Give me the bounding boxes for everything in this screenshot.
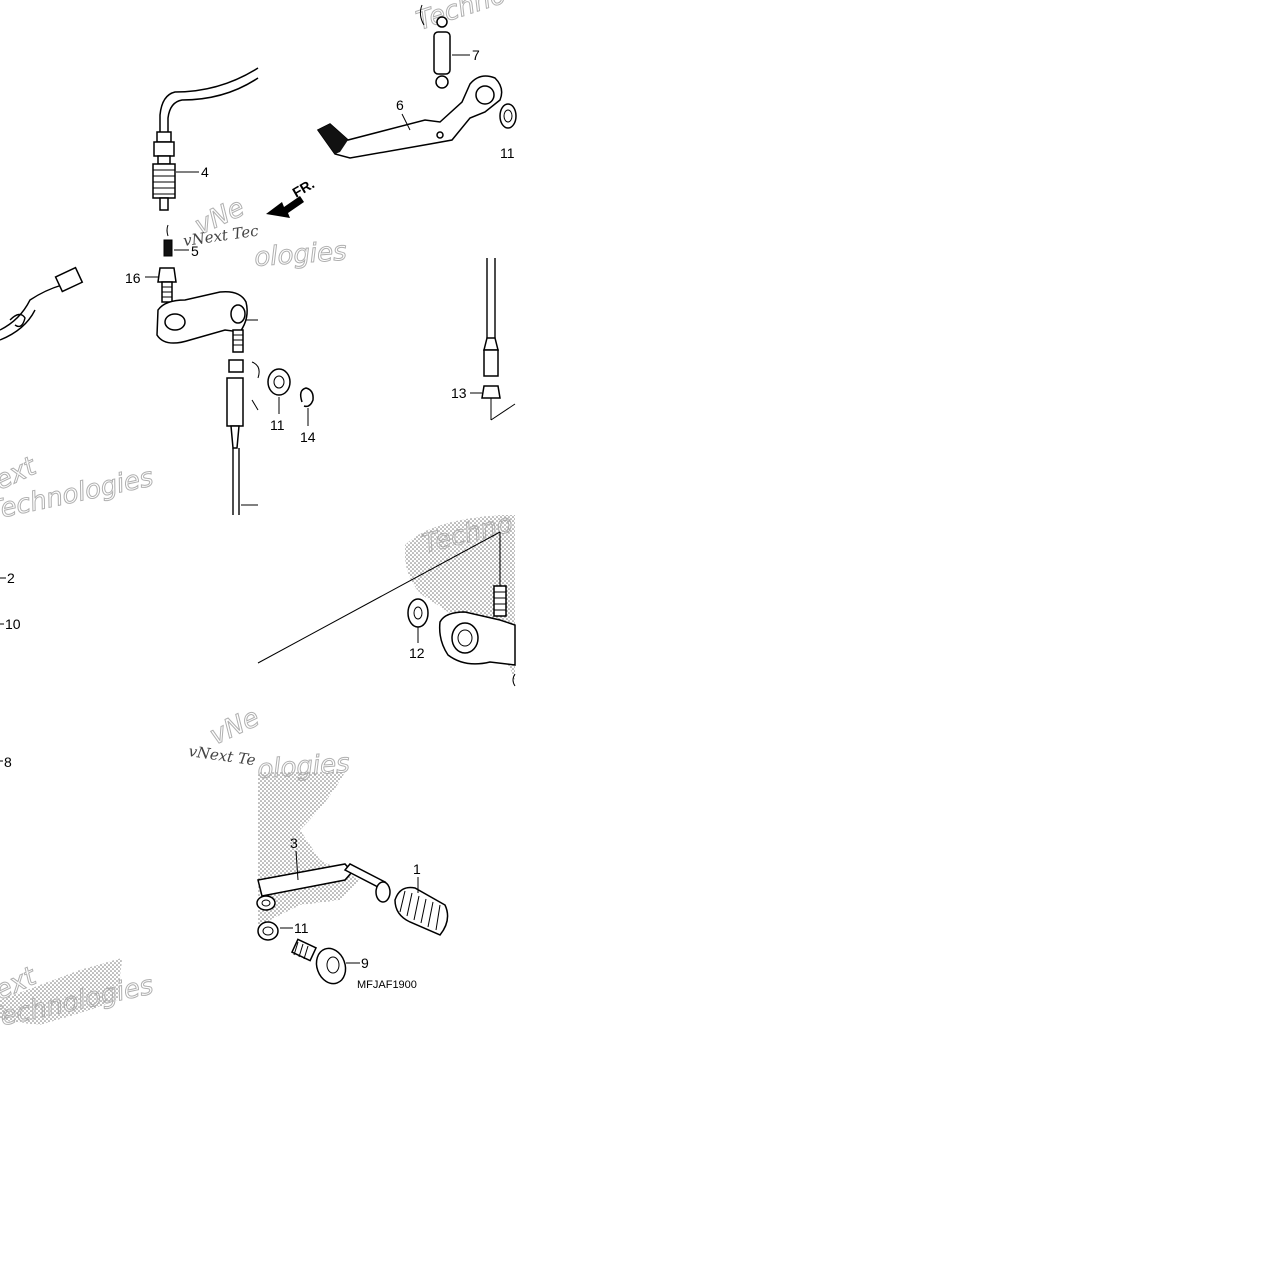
diagram-code: MFJAF1900 (357, 979, 417, 991)
switch-arm (156, 290, 258, 353)
callout-6: 6 (396, 97, 404, 113)
frame-shading-right (405, 515, 515, 680)
push-rod (226, 359, 260, 515)
callout-2: 2 (7, 570, 15, 586)
brake-pedal-6 (316, 75, 503, 159)
callout-4: 4 (201, 164, 209, 180)
master-cylinder-rod (481, 258, 516, 421)
callout-1: 1 (413, 861, 421, 877)
pivot-bolt (493, 532, 507, 617)
washer-11-top (499, 103, 517, 129)
spring-7 (419, 4, 451, 89)
callout-8: 8 (4, 754, 12, 770)
shift-rubber-1 (394, 886, 449, 936)
callout-5: 5 (191, 243, 199, 259)
callout-11-top: 11 (500, 145, 515, 161)
washer-12 (267, 368, 291, 396)
clip-15 (299, 387, 314, 408)
frame-shading-corner (0, 958, 122, 1025)
callout-10: 10 (5, 616, 21, 632)
callout-3: 3 (290, 835, 298, 851)
pedal-pivot-boss (438, 611, 516, 687)
callout-14: 12 (409, 645, 425, 661)
direction-label: FR. (290, 175, 318, 200)
return-spring-5 (163, 224, 173, 257)
watermark-outline-lower: vNe (205, 703, 264, 752)
callout-11-bottom: 11 (294, 920, 309, 936)
washer-11-bottom (257, 921, 279, 941)
callout-13: 13 (451, 385, 467, 401)
callout-9: 9 (361, 955, 369, 971)
callout-12: 11 (270, 417, 285, 433)
callout-16: 16 (125, 270, 141, 286)
switch-cable (159, 67, 259, 132)
front-direction-arrow: FR. (266, 175, 317, 218)
watermark-outline-lower2: ologies (256, 749, 350, 785)
bolt-16 (157, 267, 177, 303)
harness-connector (0, 266, 84, 341)
stop-switch-part (152, 131, 176, 211)
section-divider (257, 531, 501, 664)
washer-14 (407, 598, 429, 628)
watermark-outline-mid2: ologies (253, 237, 347, 273)
pivot-bolt-9 (290, 938, 347, 985)
callout-7: 7 (472, 47, 480, 63)
watermark-text-lower: vNext Te (187, 742, 256, 769)
callout-15: 14 (300, 429, 316, 445)
watermark-outline-top: Techno (413, 0, 510, 37)
shift-lever-3 (256, 863, 391, 911)
